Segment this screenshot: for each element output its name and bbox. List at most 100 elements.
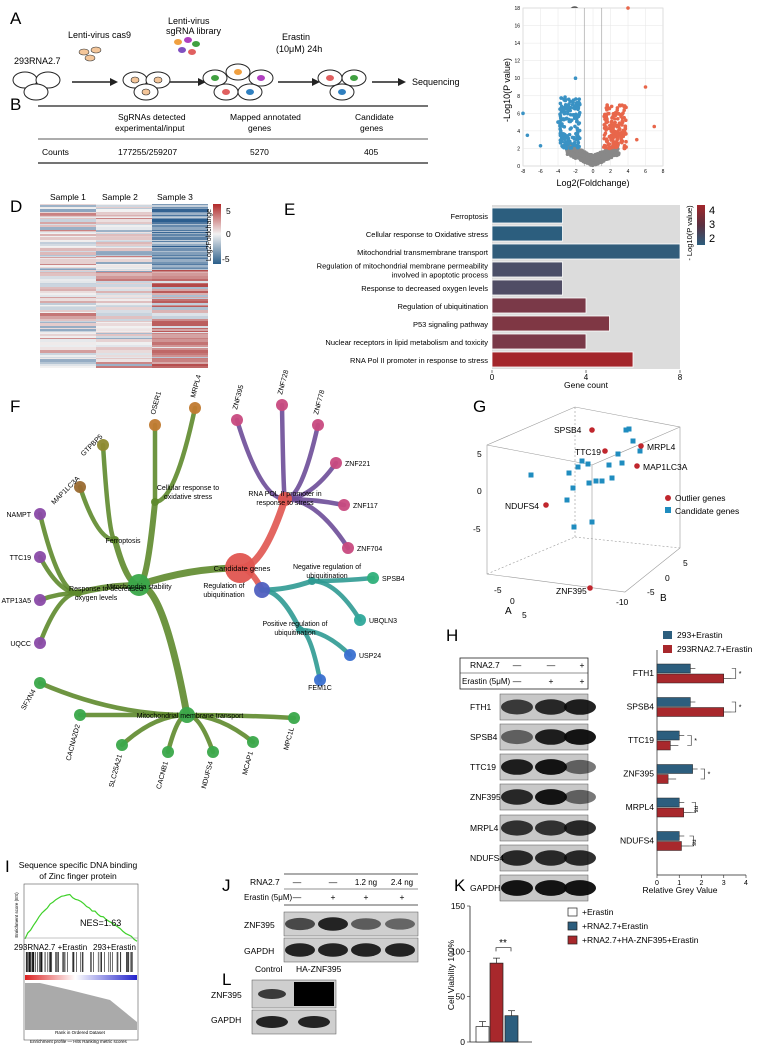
h-blot-band xyxy=(501,729,533,745)
go-legend-tick-2: 2 xyxy=(709,233,715,245)
heatmap-cell xyxy=(96,313,152,316)
heatmap-cell xyxy=(152,334,208,336)
panel-label-e: E xyxy=(284,200,295,219)
go-category-label: P53 signaling pathway xyxy=(413,320,488,329)
h-rna-mark-2: — xyxy=(547,660,556,670)
heatmap-cell xyxy=(96,310,152,312)
heatmap-cell xyxy=(152,219,208,222)
scatter-outlier-label: MAP1LC3A xyxy=(643,462,688,472)
g-b-tick-0: 0 xyxy=(665,573,670,583)
network-gene-node xyxy=(338,499,350,511)
volcano-point-up xyxy=(620,119,625,124)
heatmap-cell xyxy=(40,205,96,207)
volcano-y-tick: 2 xyxy=(517,146,520,152)
volcano-point-down xyxy=(558,107,562,111)
heatmap-cell xyxy=(96,307,152,310)
heatmap-cell xyxy=(40,248,96,251)
go-category-label: Regulation of ubiquitination xyxy=(398,302,488,311)
network-gene-node xyxy=(276,399,288,411)
heatmap-cell xyxy=(152,265,208,267)
heatmap-cell xyxy=(40,313,96,316)
h-blot-band xyxy=(535,880,567,896)
go-bar xyxy=(491,225,563,242)
h-blot-band xyxy=(535,820,567,836)
network-edge xyxy=(279,402,288,502)
heatmap-cell xyxy=(96,326,152,328)
heatmap-cell xyxy=(40,265,96,267)
heatmap-cell xyxy=(152,342,208,345)
heatmap-cell xyxy=(96,284,152,287)
heatmap-cell xyxy=(152,233,208,234)
heatmap-cell xyxy=(152,246,208,247)
network-gene-label: CACNB1 xyxy=(156,761,170,790)
panel-l: L Control HA-ZNF395 ZNF395 GAPDH xyxy=(211,964,342,1035)
cells-group-4 xyxy=(317,69,367,101)
heatmap-cell xyxy=(40,262,96,264)
heatmap-cell xyxy=(96,293,152,295)
gsea-title-1: Sequence specific DNA binding xyxy=(19,860,138,870)
scatter-candidate-point xyxy=(566,470,572,476)
heatmap-cell xyxy=(96,207,152,208)
heatmap-cell xyxy=(40,359,96,362)
panel-label-d: D xyxy=(10,197,22,216)
heatmap-cell xyxy=(96,252,152,255)
volcano-point-down xyxy=(558,101,563,106)
volcano-point-up xyxy=(616,136,620,141)
heatmap-cell xyxy=(40,322,96,323)
heatmap-legend-tick-5: 5 xyxy=(226,206,231,216)
k-y-tick: 100 xyxy=(451,946,465,956)
heatmap-cell xyxy=(152,297,208,298)
network-hub-label: Positive regulation of xyxy=(263,621,328,628)
network-hub-node xyxy=(128,574,150,596)
volcano-point-down xyxy=(562,98,567,102)
heatmap-cell xyxy=(96,334,152,336)
network-gene-node xyxy=(330,457,342,469)
volcano-point-down xyxy=(559,110,564,114)
scatter-candidate-point xyxy=(606,462,612,468)
go-category-label: Ferroptosis xyxy=(450,212,488,221)
volcano-point-down xyxy=(562,107,566,112)
cells-group-3 xyxy=(202,63,274,101)
heatmap-cell xyxy=(40,240,96,241)
g-b-tick-5: 5 xyxy=(683,558,688,568)
heatmap-cell xyxy=(40,237,96,240)
h-bar-series-1 xyxy=(656,831,680,841)
network-gene-node xyxy=(34,508,46,520)
network-gene-node xyxy=(189,402,201,414)
volcano-y-tick: 16 xyxy=(514,24,520,30)
heatmap-cell xyxy=(152,258,208,259)
volcano-point-down xyxy=(562,143,566,148)
l-blot-band xyxy=(258,989,286,999)
heatmap-cell xyxy=(96,297,152,298)
heatmap-cell xyxy=(40,259,96,262)
heatmap-cell xyxy=(96,204,152,205)
heatmap-cell xyxy=(40,270,96,271)
volcano-point-down xyxy=(577,121,582,125)
volcano-point-up xyxy=(622,105,627,109)
network-edge xyxy=(136,499,158,588)
volcano-point-up xyxy=(615,108,619,113)
network-hub-label: Cellular response to xyxy=(157,485,219,492)
scatter-outlier-point xyxy=(589,427,595,433)
heatmap-cell xyxy=(96,295,152,297)
go-x-tick: 8 xyxy=(678,373,683,382)
g-a-tick-5: 5 xyxy=(522,610,527,620)
g-legend-outlier-marker xyxy=(665,495,671,501)
volcano-point-down xyxy=(561,136,566,141)
heatmap-legend-tick-0: 0 xyxy=(226,229,231,239)
volcano-point-up xyxy=(609,104,614,109)
volcano-point-outlier xyxy=(626,6,630,10)
heatmap-cell xyxy=(152,281,208,283)
volcano-x-tick: -8 xyxy=(521,169,526,175)
heatmap-cell xyxy=(96,358,152,359)
network-gene-label: MPC1L xyxy=(283,727,296,751)
go-legend-tick-4: 4 xyxy=(709,205,715,217)
heatmap-cell xyxy=(152,212,208,213)
h-bar-series-2 xyxy=(656,841,682,851)
g-axis-a-label: A xyxy=(505,606,512,617)
cells-group-1 xyxy=(12,71,61,101)
volcano-point-down xyxy=(574,137,579,142)
heatmap-cell xyxy=(152,232,208,233)
h-bar-category: FTH1 xyxy=(633,668,655,678)
volcano-y-tick: 0 xyxy=(517,164,520,170)
